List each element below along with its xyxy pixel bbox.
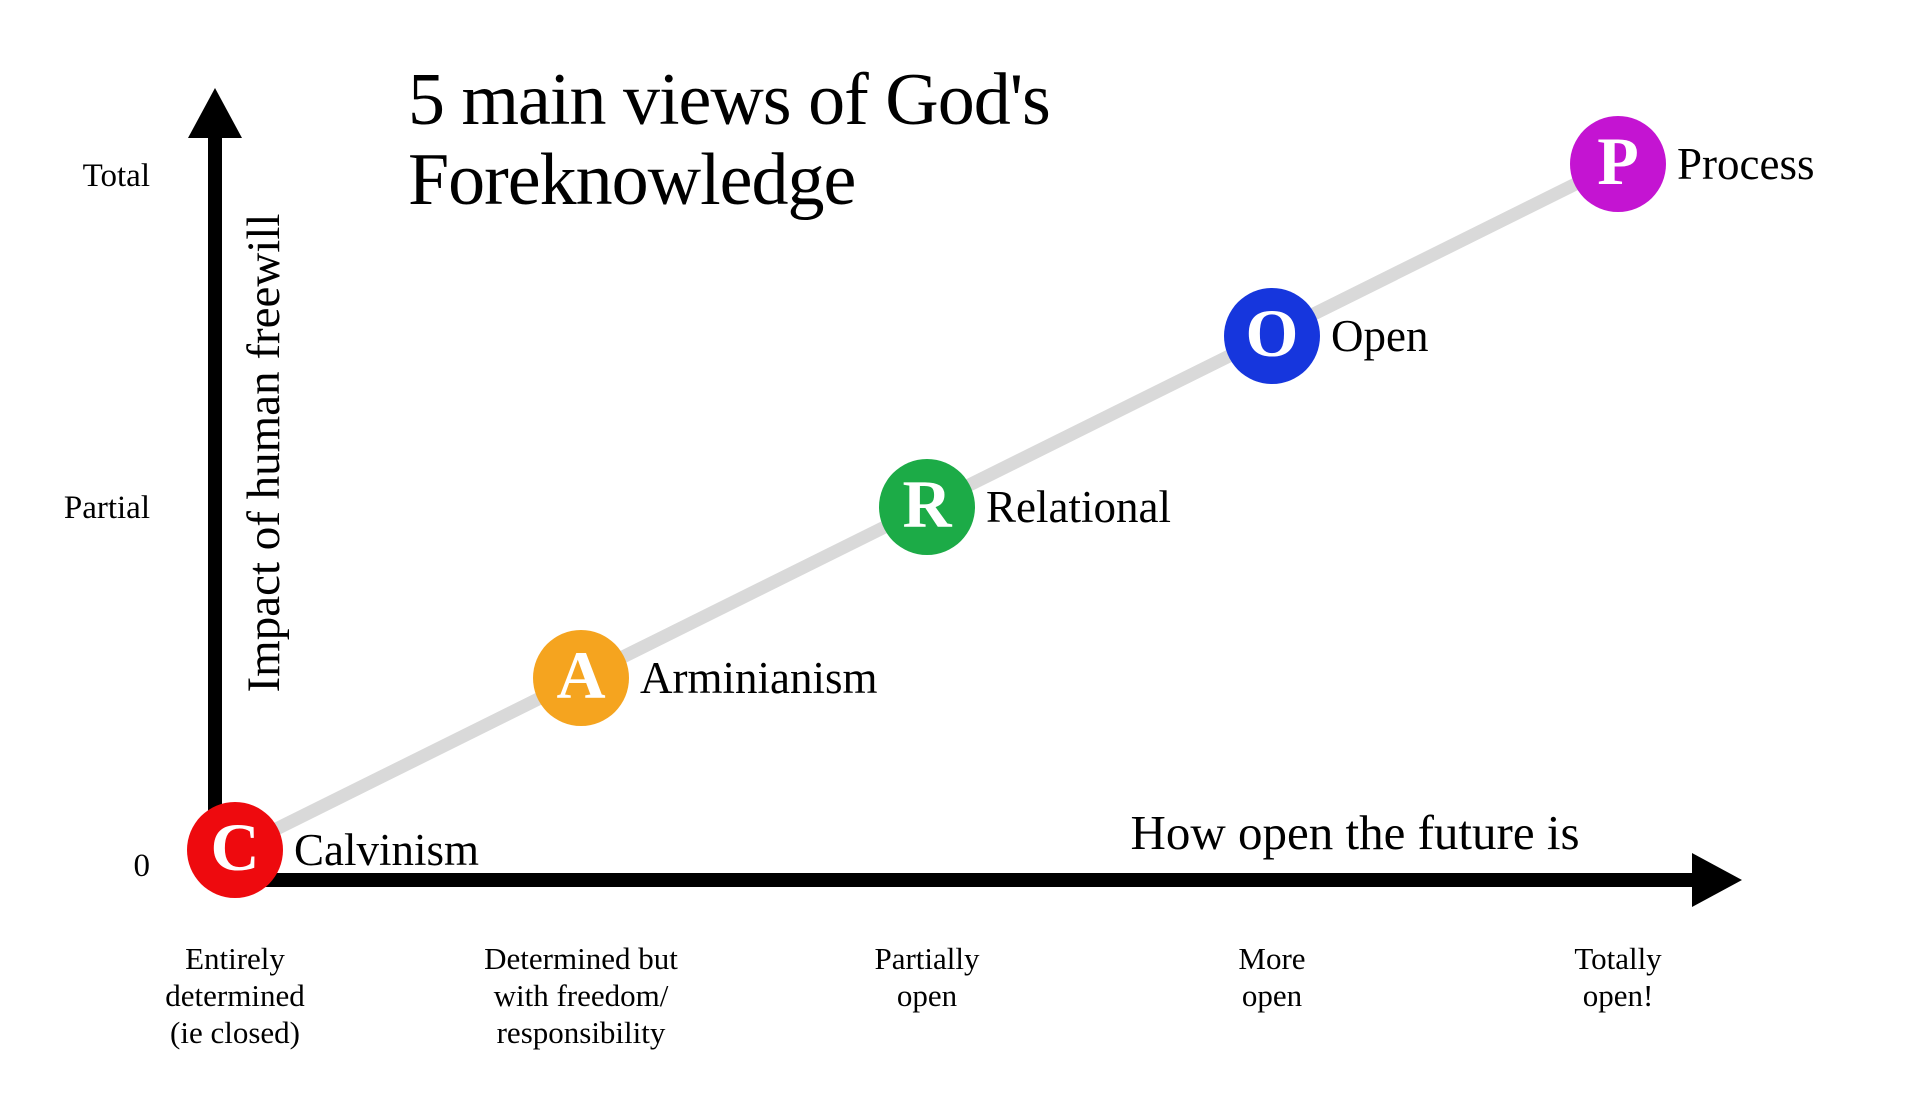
data-point: A Arminianism [533,630,877,726]
point-letter: C [210,809,260,885]
x-tick-more-open: More open [1238,941,1306,1013]
data-point: R Relational [879,459,1171,555]
y-tick-zero: 0 [133,848,151,884]
data-point: O Open [1224,288,1428,384]
x-tick-determined-freedom: Determined but with freedom/ responsibil… [484,941,678,1050]
point-bubble: P [1570,116,1666,212]
point-bubble: R [879,459,975,555]
y-axis-title: Impact of human freewill [238,213,290,693]
point-label: Open [1331,311,1429,361]
y-tick-total: Total [82,158,150,194]
point-bubble: A [533,630,629,726]
x-tick-entirely-determined: Entirely determined (ie closed) [165,941,305,1050]
data-point: P Process [1570,116,1814,212]
chart-title: 5 main views of God's Foreknowledge [408,59,1051,221]
y-axis-line [208,136,222,880]
point-label: Process [1677,139,1815,189]
point-letter: P [1597,123,1639,199]
point-letter: O [1245,295,1299,371]
point-letter: A [556,637,606,713]
x-axis-arrowhead-icon [1692,853,1742,907]
point-label: Relational [986,482,1171,532]
x-tick-totally-open: Totally open! [1574,941,1662,1013]
point-label: Calvinism [294,825,480,875]
x-axis-line [215,873,1693,887]
x-tick-partially-open: Partially open [874,941,980,1013]
point-label: Arminianism [640,653,878,703]
point-letter: R [902,466,952,542]
data-point: C Calvinism [187,802,479,898]
point-bubble: C [187,802,283,898]
x-axis-title: How open the future is [1130,805,1580,860]
point-bubble: O [1224,288,1320,384]
y-axis-arrowhead-icon [188,88,242,138]
y-tick-partial: Partial [63,490,150,526]
